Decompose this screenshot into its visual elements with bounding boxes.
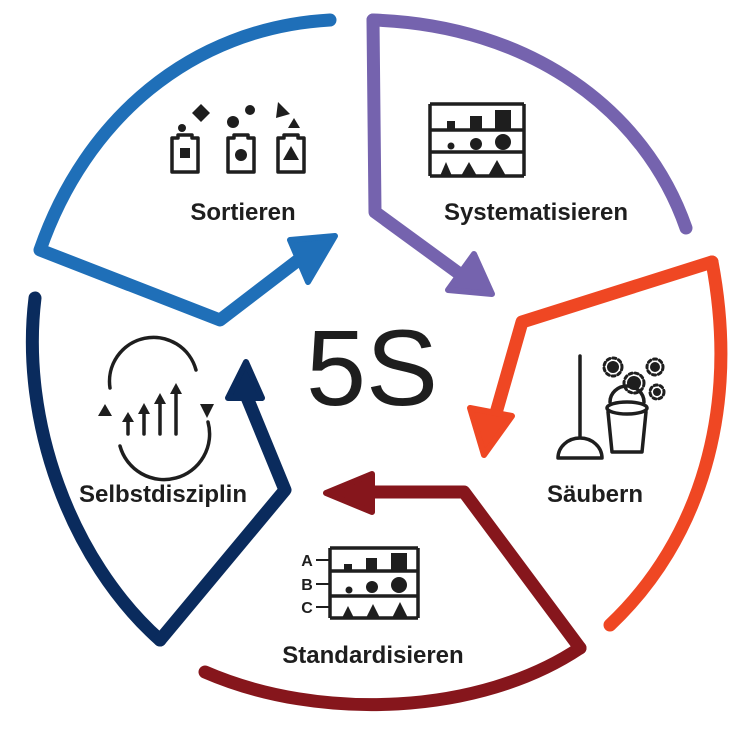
shelf-row-label-b: B [301, 577, 313, 594]
step-label-standardisieren: Standardisieren [282, 642, 463, 669]
step-label-systematisieren: Systematisieren [444, 199, 628, 226]
cycle-arrow-saeubern [467, 255, 728, 632]
step-label-sortieren: Sortieren [190, 199, 295, 226]
step-label-saeubern: Säubern [547, 481, 643, 508]
cycle-arrow-systematisieren [366, 13, 693, 297]
shelf-row-label-c: C [301, 600, 313, 617]
cycle-arrow-sortieren [33, 13, 338, 327]
cycle-arrow-selbstdisziplin [25, 291, 292, 647]
step-label-selbstdisziplin: Selbstdisziplin [79, 481, 247, 508]
labeled-shelf-icon [316, 546, 420, 620]
center-title: 5S [306, 307, 438, 428]
cycle-arrow-standardisieren [198, 471, 587, 712]
cycle-arrows-icon [98, 335, 214, 482]
shelf-row-label-a: A [301, 553, 313, 570]
organized-shelf-icon [428, 102, 526, 178]
sorting-bins-icon [170, 102, 306, 174]
mop-and-bucket-icon [556, 354, 666, 460]
